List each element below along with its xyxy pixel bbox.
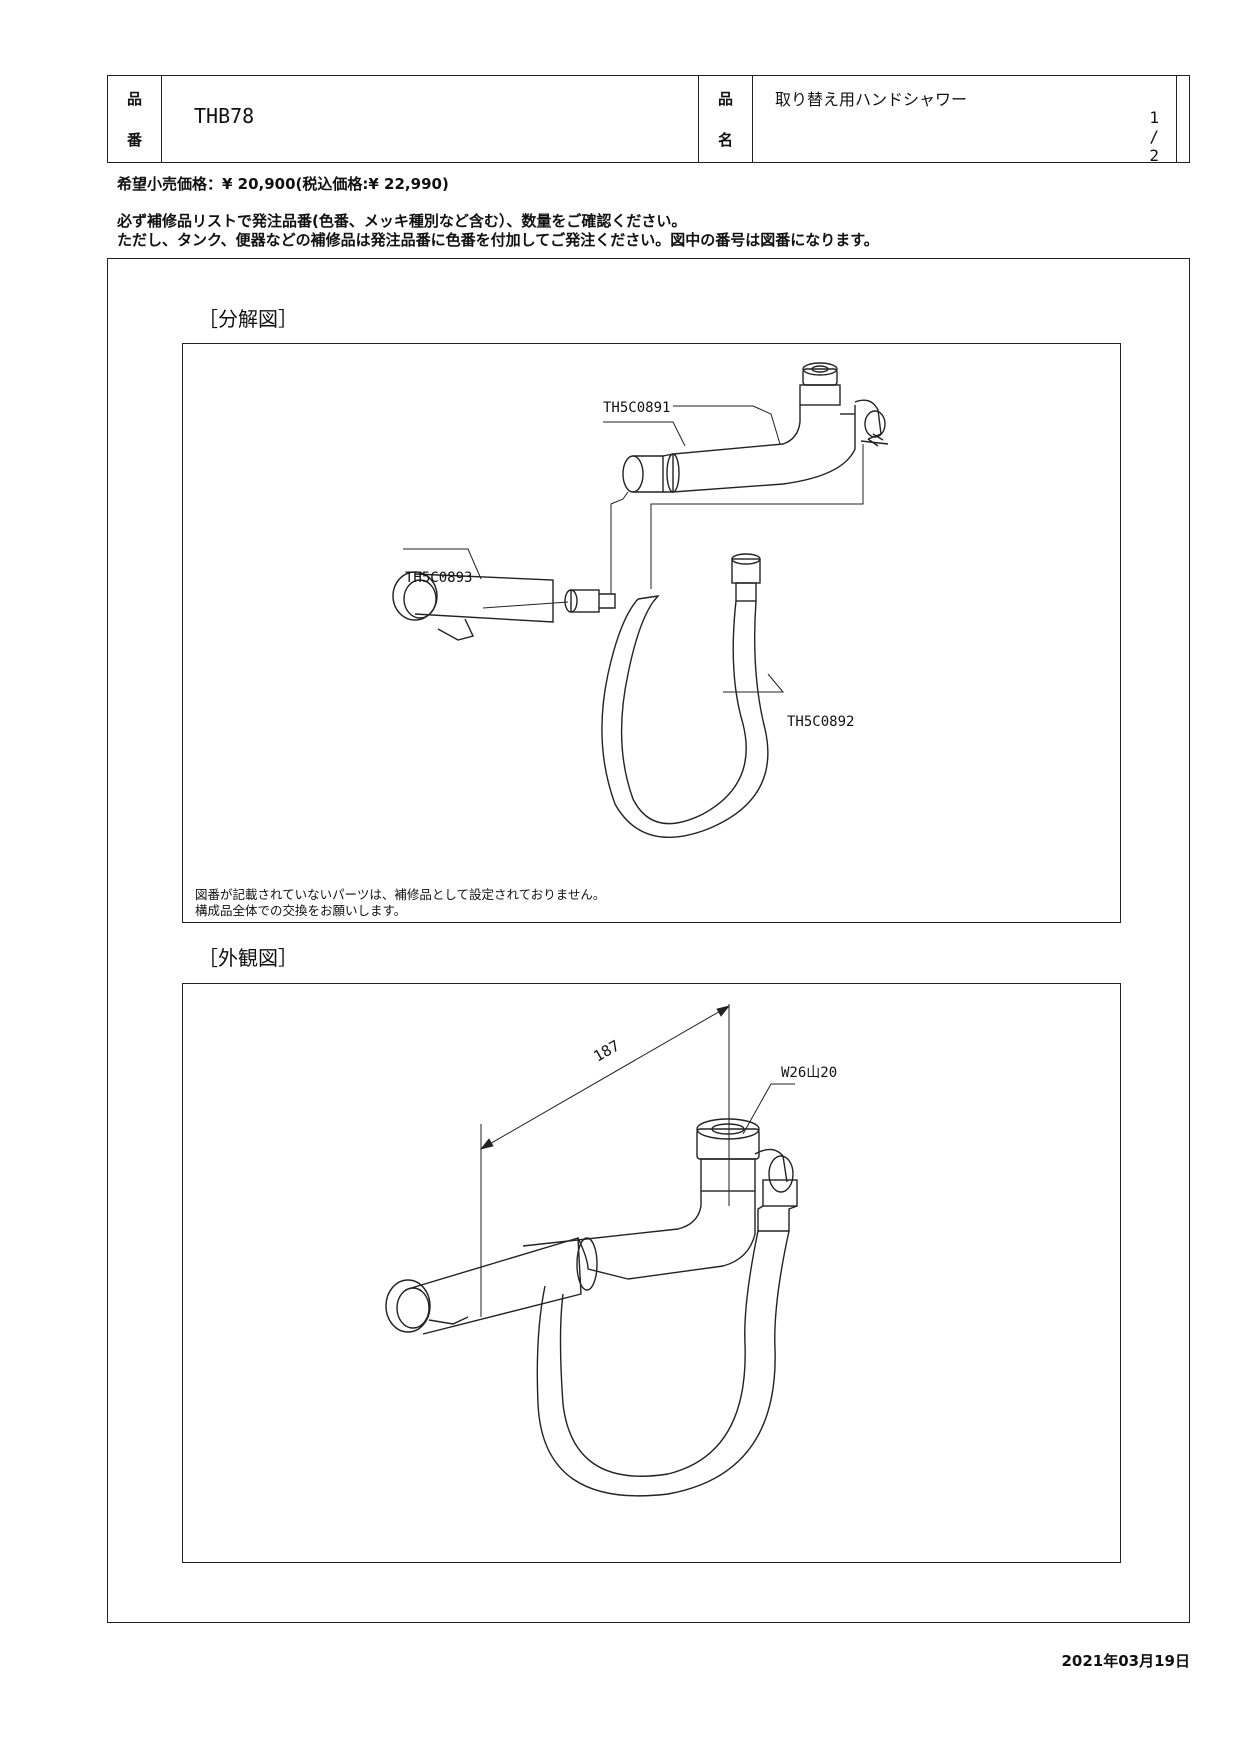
exterior-view-title: ［外観図］ (198, 946, 298, 970)
thread-spec-label: W26山20 (781, 1065, 838, 1081)
note-line-2: ただし、タンク、便器などの補修品は発注品番に色番を付加してご発注ください。図中の… (117, 231, 879, 249)
part-number: THB78 (194, 104, 255, 128)
label-head: TH5C0893 (405, 570, 473, 586)
part-name-cell: 取り替え用ハンドシャワー (753, 76, 1177, 162)
price-line: 希望小売価格：¥ 20,900(税込価格:¥ 22,990) (117, 175, 449, 193)
exploded-view-title: ［分解図］ (198, 307, 298, 331)
exploded-view-drawing (392, 362, 889, 838)
part-name-label-bottom: 名 (717, 131, 733, 149)
exterior-view-drawing (385, 1004, 798, 1497)
hose-part-drawing (601, 553, 769, 838)
exploded-view-frame: TH5C0891 TH5C0893 TH5C0892 図番が記載されていないパー… (182, 343, 1121, 923)
page-counter-cell: 1 / 2 (1149, 76, 1189, 165)
label-hose: TH5C0892 (787, 714, 855, 730)
part-name: 取り替え用ハンドシャワー (775, 90, 968, 109)
document-date: 2021年03月19日 (1061, 1652, 1191, 1670)
spout-part-drawing (622, 362, 889, 493)
part-no-label-bottom: 番 (126, 131, 142, 149)
part-name-label-top: 品 (717, 90, 733, 108)
connector-part-drawing (564, 589, 616, 613)
page-counter: 1 / 2 (1149, 108, 1159, 165)
header-table: 品 番 THB78 品 名 取り替え用ハンドシャワー 1 / 2 (107, 75, 1190, 165)
part-no-label-cell: 品 番 (108, 76, 162, 162)
label-spout: TH5C0891 (603, 400, 671, 416)
part-no-label-top: 品 (126, 90, 142, 108)
head-part-drawing (392, 571, 569, 641)
note-line-1: 必ず補修品リストで発注品番(色番、メッキ種別など含む）、数量をご確認ください。 (117, 212, 687, 230)
part-name-label-cell: 品 名 (699, 76, 753, 162)
footnote-line-2: 構成品全体での交換をお願いします。 (195, 903, 407, 918)
drawing-area (107, 258, 1190, 1623)
footnote-line-1: 図番が記載されていないパーツは、補修品として設定されておりません。 (195, 887, 606, 902)
part-no-cell: THB78 (162, 76, 699, 162)
exterior-view-frame: 187 W26山20 (182, 983, 1121, 1563)
